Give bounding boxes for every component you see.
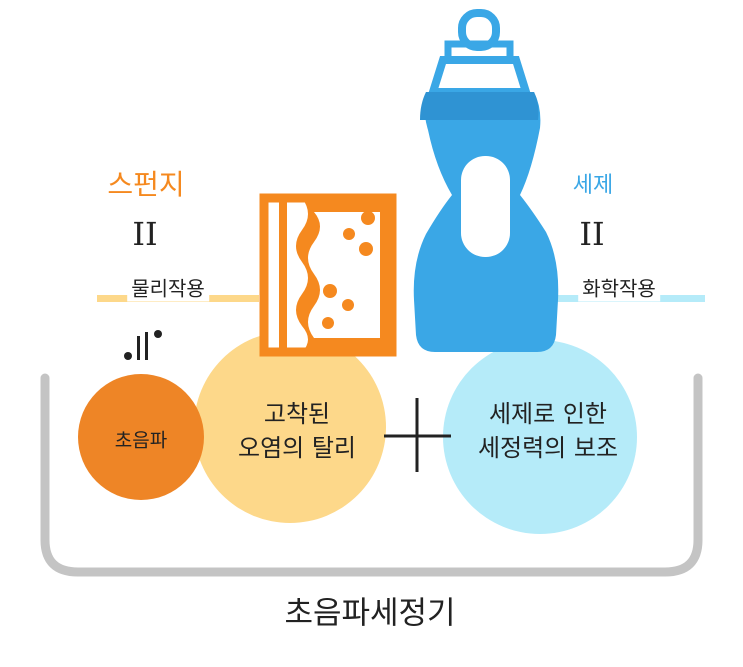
ultrasound-wave-icon xyxy=(124,330,162,360)
sponge-equals: II xyxy=(132,215,158,253)
chemical-action-label: 화학작용 xyxy=(578,272,660,302)
plus-icon xyxy=(384,398,451,472)
detergent-bottle-icon xyxy=(413,9,559,352)
cleaner-tray xyxy=(40,373,703,577)
detergent-equals: II xyxy=(579,215,605,253)
detergent-assist-label: 세제로 인한 세정력의 보조 xyxy=(477,400,619,462)
ultrasound-circle xyxy=(78,374,204,500)
sponge-icon xyxy=(259,193,397,357)
detach-label: 고착된 오염의 탈리 xyxy=(237,400,357,462)
detach-circle xyxy=(194,331,386,523)
bottom-title: 초음파세정기 xyxy=(284,595,456,632)
ultrasound-label: 초음파 xyxy=(114,429,168,452)
sponge-title: 스펀지 xyxy=(107,168,185,201)
detergent-title: 세제 xyxy=(572,173,614,198)
detergent-circle xyxy=(443,340,637,534)
physical-action-label: 물리작용 xyxy=(127,272,209,302)
